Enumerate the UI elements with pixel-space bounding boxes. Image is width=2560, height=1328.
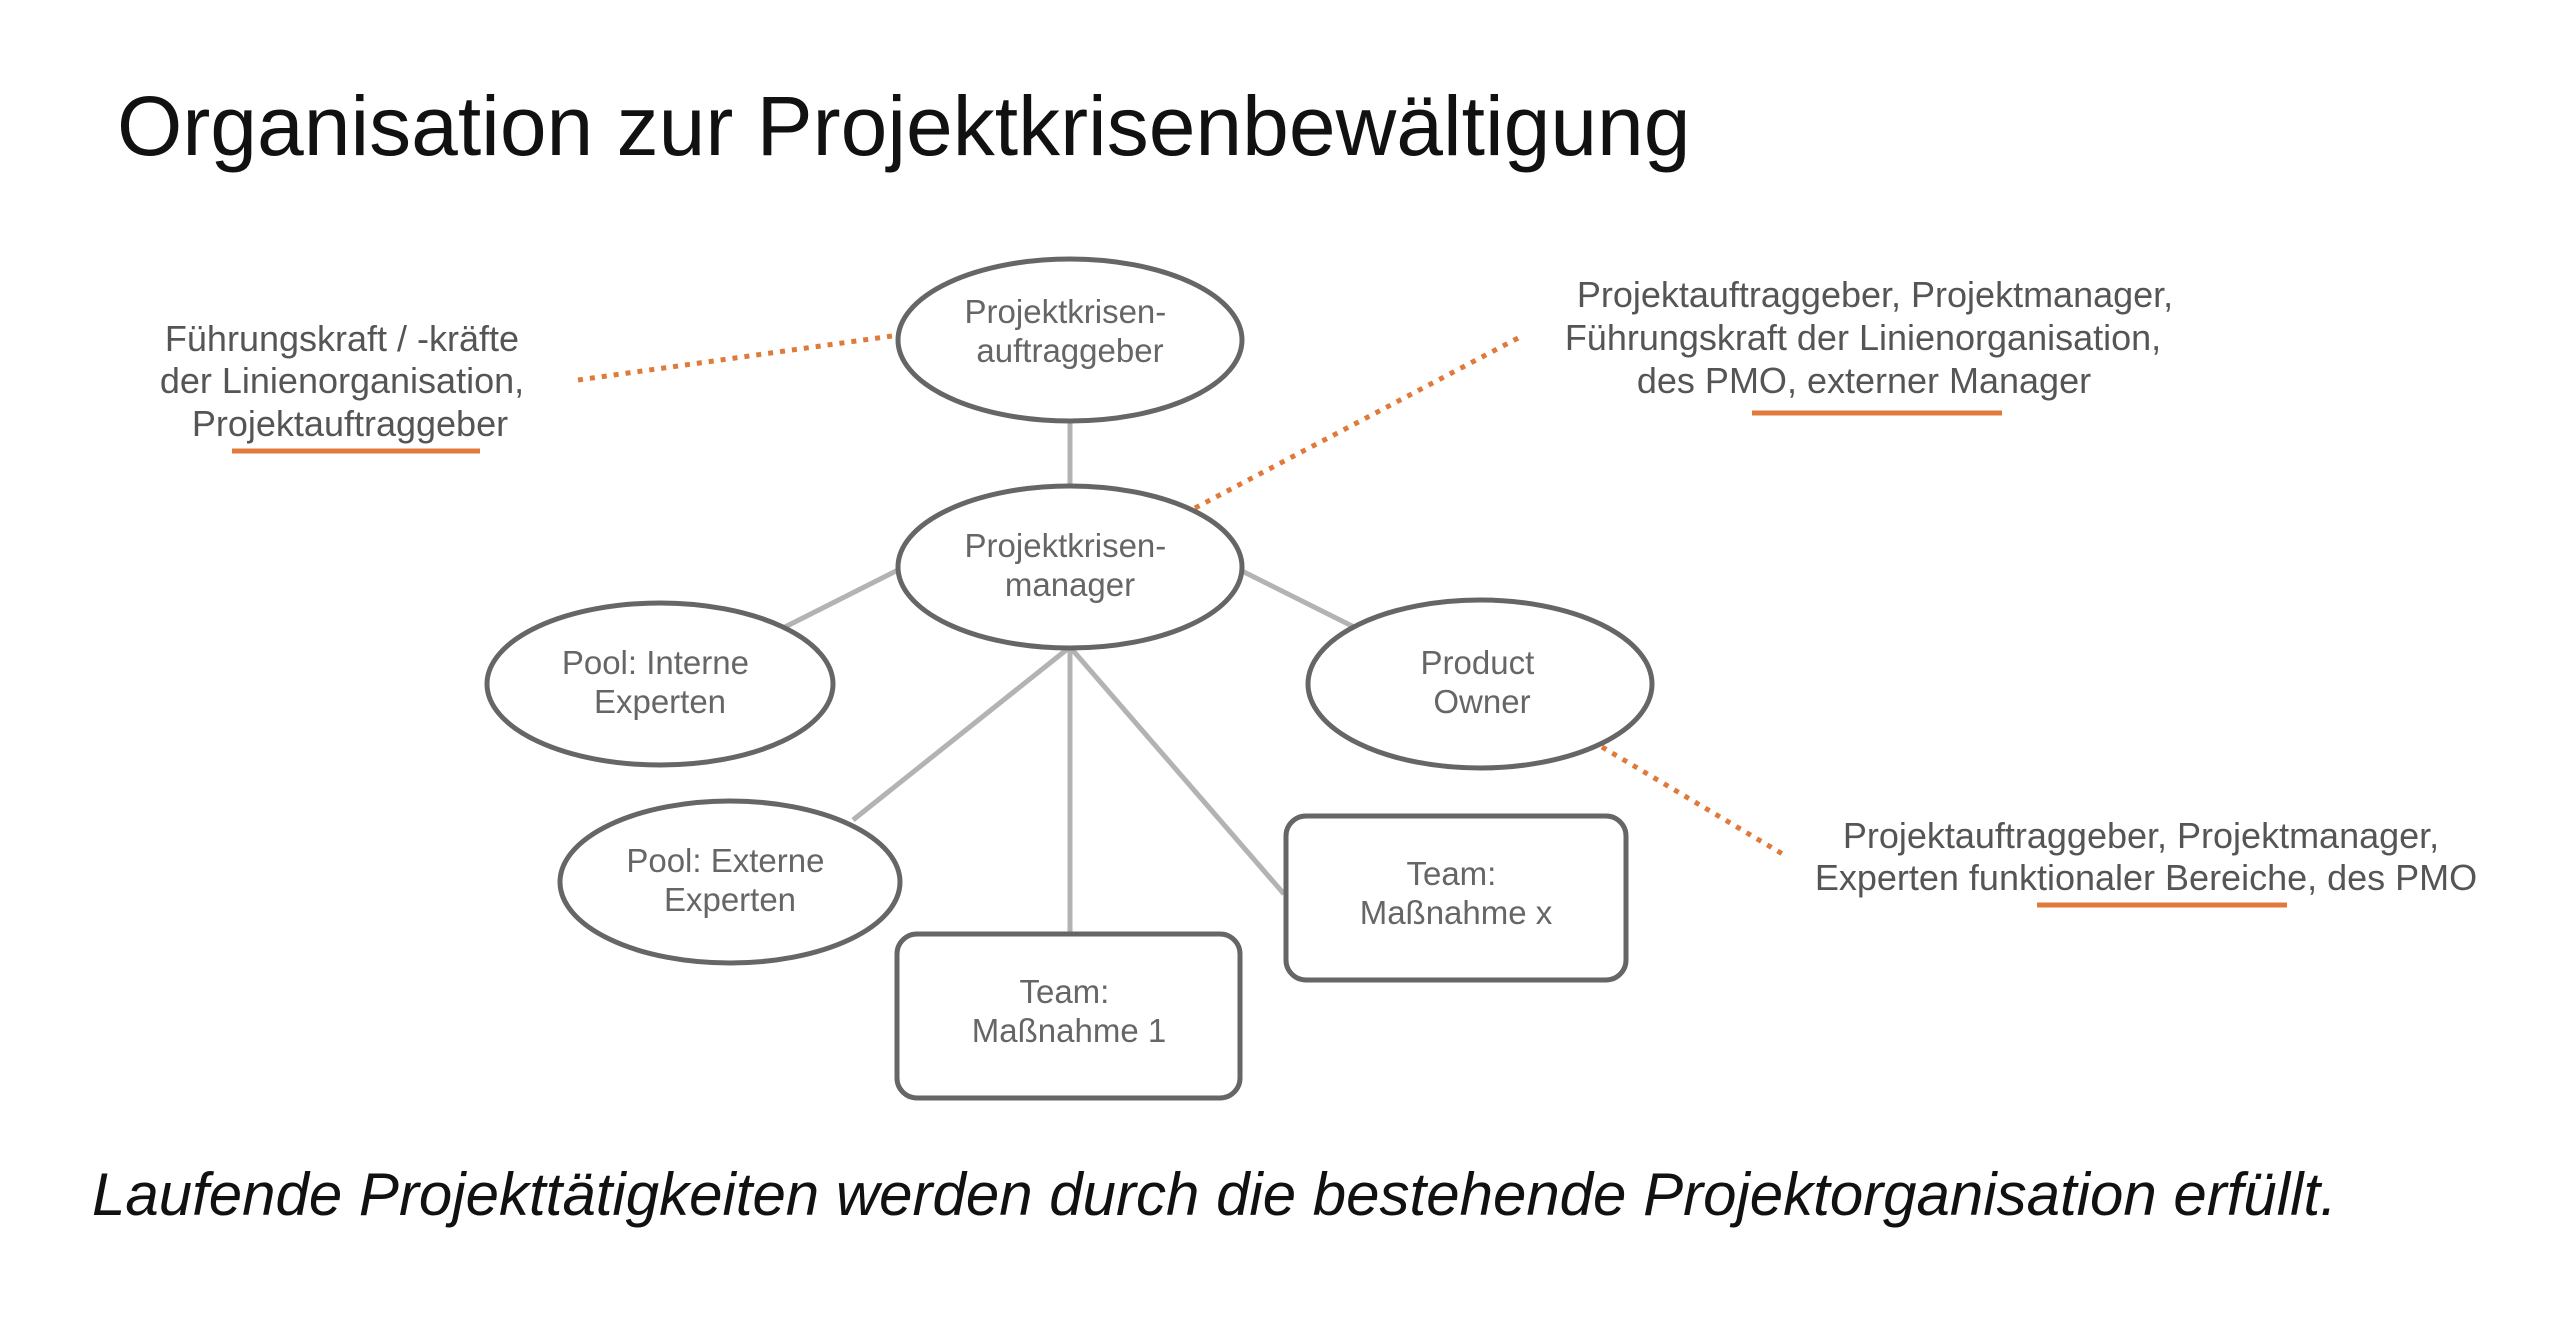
node-pool-interne-shape xyxy=(484,600,836,768)
node-product-owner-shape xyxy=(1305,597,1655,771)
note-bottom-right: Projektauftraggeber, Projektmanager, Exp… xyxy=(1815,815,2477,898)
node-shapes xyxy=(484,256,1655,1101)
note-left: Führungskraft / -kräfte der Linienorgani… xyxy=(160,318,534,444)
connector-manager-product-owner xyxy=(1238,567,1358,631)
node-team-x-label: Team: Maßnahme x xyxy=(1360,855,1553,931)
note-underlines xyxy=(232,410,2287,908)
page-title: Organisation zur Projektkrisenbewältigun… xyxy=(117,79,1691,173)
note-connector-left xyxy=(577,333,893,383)
node-auftraggeber-shape xyxy=(895,256,1245,424)
node-manager-label: Projektkrisen- manager xyxy=(965,527,1176,603)
note-connectors xyxy=(577,333,1788,859)
node-auftraggeber-label: Projektkrisen- auftraggeber xyxy=(965,293,1176,369)
node-labels: Projektkrisen- auftraggeber Projektkrise… xyxy=(562,293,1553,1049)
side-notes: Führungskraft / -kräfte der Linienorgani… xyxy=(160,274,2477,898)
node-product-owner-label: Product Owner xyxy=(1421,644,1544,720)
note-connector-top-right xyxy=(1193,334,1522,511)
note-top-right: Projektauftraggeber, Projektmanager, Füh… xyxy=(1565,274,2183,401)
node-pool-interne-label: Pool: Interne Experten xyxy=(562,644,758,720)
node-manager-shape xyxy=(895,483,1245,651)
node-team-1-label: Team: Maßnahme 1 xyxy=(972,973,1166,1049)
connector-manager-team-x xyxy=(1068,645,1286,896)
node-pool-externe-shape xyxy=(557,798,903,966)
connector-manager-pool-interne xyxy=(781,567,900,631)
node-team-x-shape xyxy=(1283,813,1629,983)
connectors xyxy=(781,422,1358,932)
node-pool-externe-label: Pool: Externe Experten xyxy=(626,842,833,918)
connector-manager-pool-externe xyxy=(851,645,1072,822)
footer-note: Laufende Projekttätigkeiten werden durch… xyxy=(92,1161,2337,1228)
node-team-1-shape xyxy=(894,931,1243,1101)
note-connector-bottom-right xyxy=(1600,744,1788,859)
